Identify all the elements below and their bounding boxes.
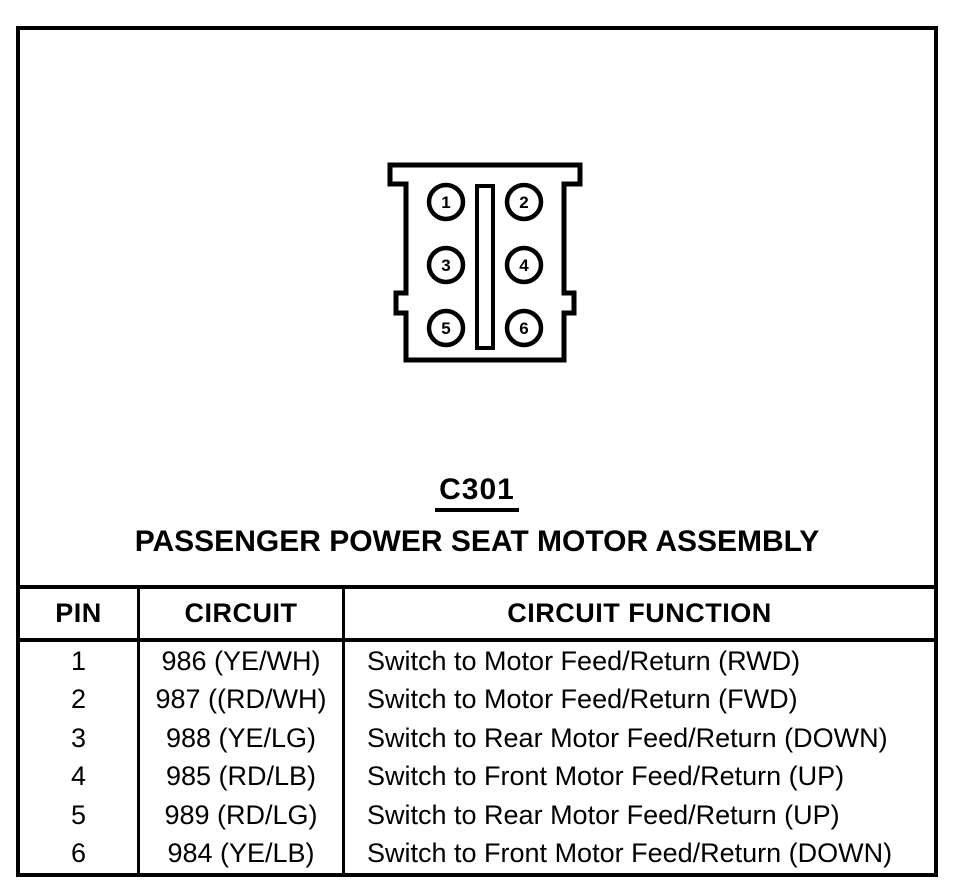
pin-5: 5 [426,308,466,348]
pin-2-circle [504,182,544,222]
function-cell: Switch to Front Motor Feed/Return (UP) [367,761,845,792]
pin-2: 2 [504,182,544,222]
circuit-cell: 985 (RD/LB) [140,757,345,796]
header-circuit: CIRCUIT [140,589,345,638]
circuit-cell: 989 (RD/LG) [140,796,345,835]
function-cell: Switch to Motor Feed/Return (FWD) [367,684,798,715]
table-row: 2 987 ((RD/WH) Switch to Motor Feed/Retu… [20,680,934,719]
pin-cell: 6 [20,834,140,873]
pin-5-circle [426,308,466,348]
pin-cell: 5 [20,796,140,835]
connector-face-diagram: 1 2 3 4 5 6 [387,162,583,363]
function-cell: Switch to Front Motor Feed/Return (DOWN) [367,838,893,869]
pin-4-number: 4 [519,256,529,275]
connector-name-label: PASSENGER POWER SEAT MOTOR ASSEMBLY [134,525,820,558]
connector-id-text: C301 [435,474,519,512]
header-circuit-function: CIRCUIT FUNCTION [507,598,772,628]
pin-1-number: 1 [441,193,450,212]
pin-cell: 3 [20,719,140,758]
pin-5-number: 5 [441,319,450,338]
pin-6: 6 [504,308,544,348]
table-row: 3 988 (YE/LG) Switch to Rear Motor Feed/… [20,719,934,758]
pin-1-circle [426,182,466,222]
pin-4-circle [504,245,544,285]
table-row: 6 984 (YE/LB) Switch to Front Motor Feed… [20,834,934,873]
function-cell: Switch to Rear Motor Feed/Return (DOWN) [367,722,888,753]
header-pin: PIN [20,589,140,638]
pin-6-circle [504,308,544,348]
pin-cell: 2 [20,680,140,719]
pin-6-number: 6 [519,319,528,338]
table-row: 4 985 (RD/LB) Switch to Front Motor Feed… [20,757,934,796]
pinout-table-body: 1 986 (YE/WH) Switch to Motor Feed/Retur… [20,642,934,873]
table-row: 1 986 (YE/WH) Switch to Motor Feed/Retur… [20,642,934,681]
pin-cell: 4 [20,757,140,796]
pin-2-number: 2 [519,193,528,212]
pin-3-number: 3 [441,256,450,275]
circuit-cell: 987 ((RD/WH) [140,680,345,719]
pin-cell: 1 [20,642,140,681]
connector-keyway-slot [475,184,495,350]
pin-1: 1 [426,182,466,222]
pinout-table: PIN CIRCUIT CIRCUIT FUNCTION 1 986 (YE/W… [20,585,934,873]
pin-3: 3 [426,245,466,285]
function-cell: Switch to Rear Motor Feed/Return (UP) [367,799,840,830]
circuit-cell: 988 (YE/LG) [140,719,345,758]
pin-4: 4 [504,245,544,285]
pin-3-circle [426,245,466,285]
circuit-cell: 986 (YE/WH) [140,642,345,681]
pinout-table-header: PIN CIRCUIT CIRCUIT FUNCTION [20,589,934,642]
table-row: 5 989 (RD/LG) Switch to Rear Motor Feed/… [20,796,934,835]
circuit-cell: 984 (YE/LB) [140,834,345,873]
connector-id-label: C301 [0,474,954,512]
function-cell: Switch to Motor Feed/Return (RWD) [367,645,801,676]
